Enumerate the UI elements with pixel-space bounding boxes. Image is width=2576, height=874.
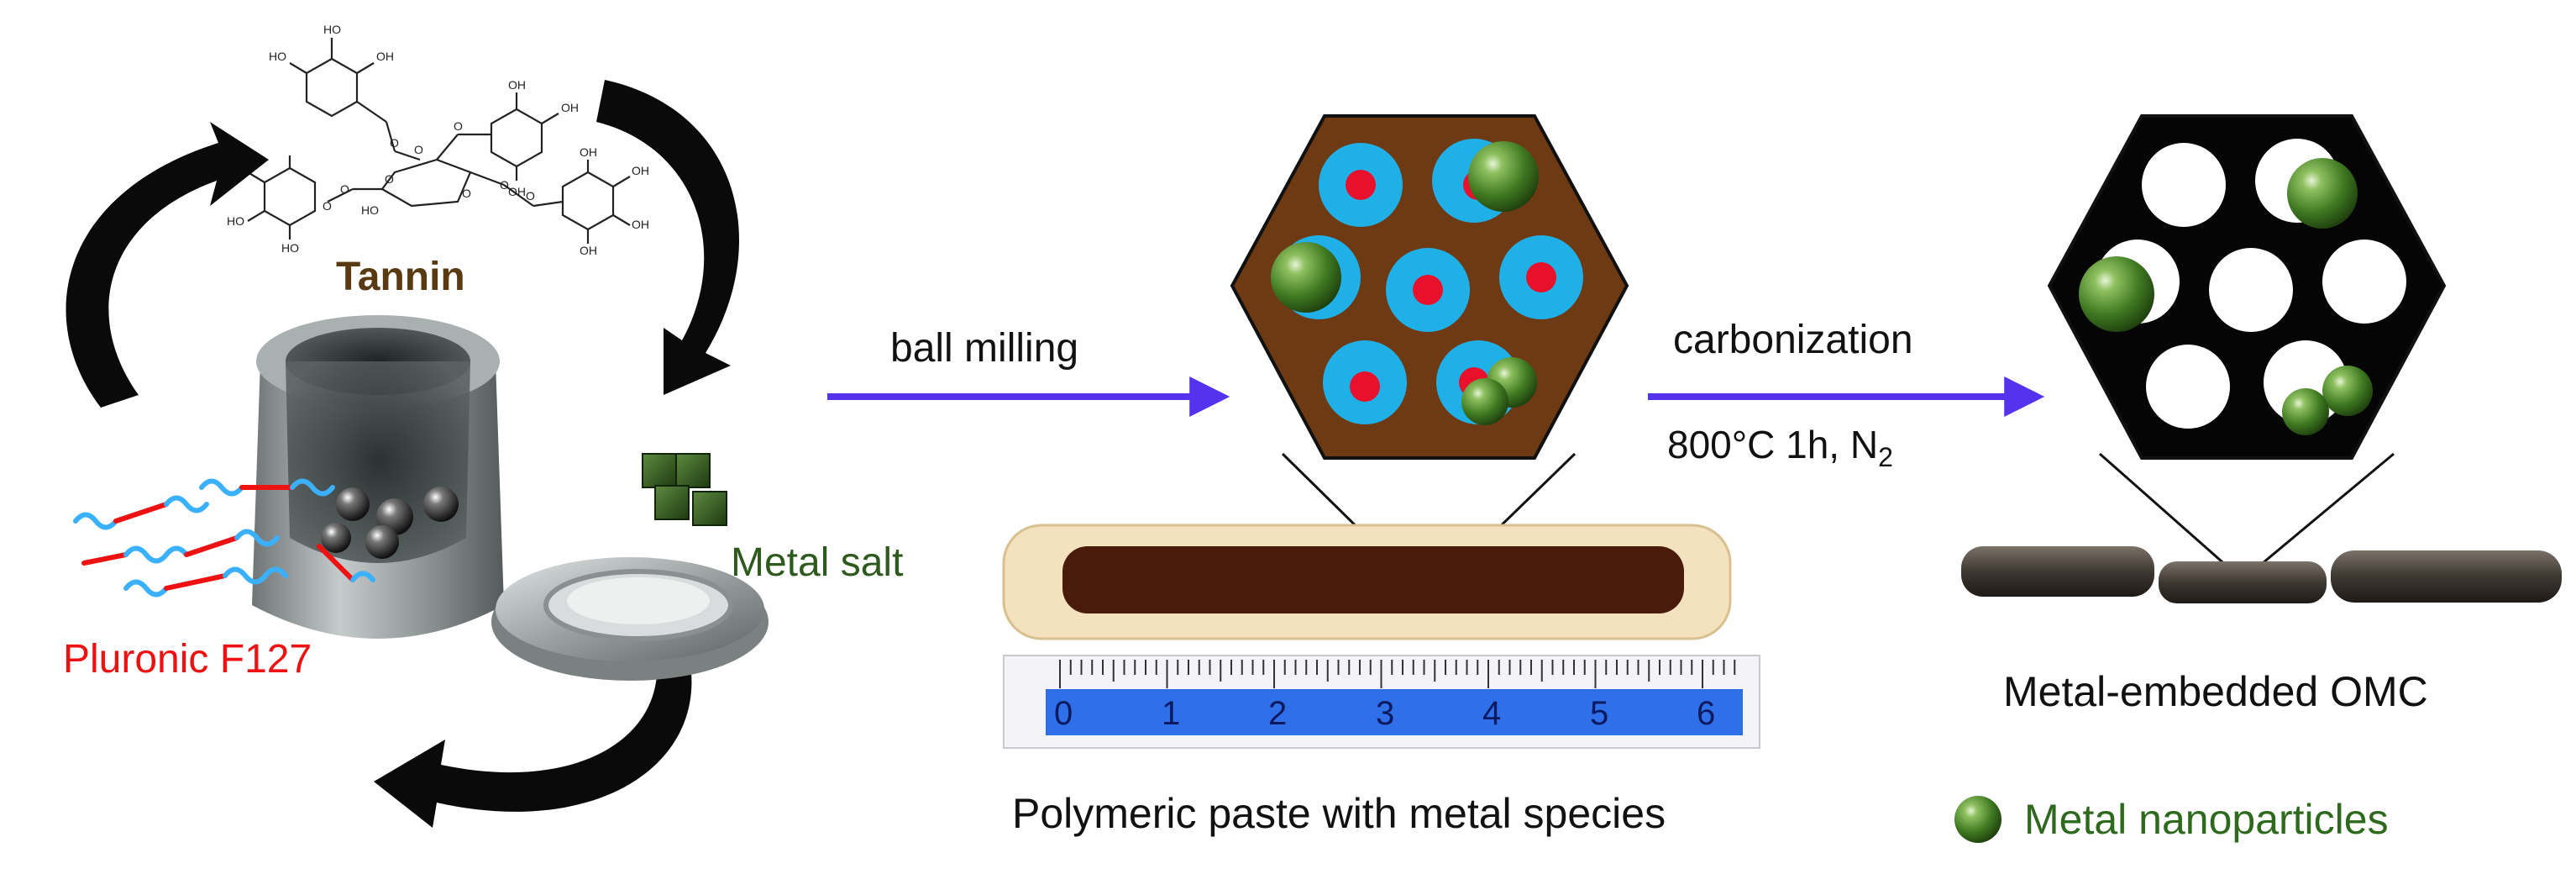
metal-salt-label: Metal salt bbox=[731, 540, 903, 585]
cycle-arrows bbox=[66, 80, 739, 828]
ruler-ticks bbox=[1059, 660, 1736, 688]
pluronic-label: Pluronic F127 bbox=[63, 637, 312, 682]
legend-label: Metal nanoparticles bbox=[2024, 796, 2389, 843]
curved-arrow-icon bbox=[374, 639, 692, 828]
atom-label: HO bbox=[281, 241, 299, 255]
metal-nanoparticles bbox=[2079, 158, 2373, 435]
milling-jar bbox=[252, 315, 504, 639]
ruler-number: 0 bbox=[1054, 695, 1073, 732]
ruler-number: 5 bbox=[1590, 695, 1608, 732]
conditions-subscript: 2 bbox=[1878, 442, 1893, 472]
omc-caption: Metal-embedded OMC bbox=[2003, 668, 2428, 715]
ruler-number: 4 bbox=[1482, 695, 1501, 732]
conditions-main: 800°C 1h, N bbox=[1667, 423, 1878, 466]
ball-milling-label: ball milling bbox=[890, 326, 1078, 371]
tannin-structure bbox=[247, 38, 631, 244]
atom-label: O bbox=[500, 178, 509, 192]
atom-label: O bbox=[385, 172, 394, 186]
ring-top bbox=[305, 57, 359, 118]
zoom-line bbox=[2242, 452, 2395, 582]
carbon-rods bbox=[1961, 546, 2562, 603]
ring-lower-right bbox=[561, 171, 615, 231]
atom-label: OH bbox=[561, 101, 579, 114]
ring-sugar bbox=[380, 158, 472, 208]
atom-label: HO bbox=[323, 23, 341, 36]
milling-balls bbox=[321, 487, 459, 559]
legend-nanoparticle-icon bbox=[1954, 796, 2002, 843]
atom-label: HO bbox=[361, 203, 379, 217]
pluronic-chains bbox=[73, 478, 375, 598]
paste-caption: Polymeric paste with metal species bbox=[1012, 790, 1666, 837]
metal-nanoparticles bbox=[1271, 141, 1539, 425]
atom-label: HO bbox=[227, 214, 244, 228]
curved-arrow-icon bbox=[66, 122, 269, 408]
atom-label: O bbox=[323, 199, 332, 213]
ruler-number: 1 bbox=[1162, 695, 1180, 732]
atom-label: HO bbox=[269, 50, 286, 63]
atom-label: OH bbox=[508, 78, 526, 92]
atom-label: OH bbox=[376, 50, 394, 63]
paste-photo bbox=[1002, 524, 1732, 640]
atom-label: O bbox=[526, 189, 535, 203]
atom-label: O bbox=[414, 143, 423, 156]
tannin-atom-labels: HO OH HO HO OH OH OH HO HO OH HO O O O O… bbox=[227, 23, 649, 257]
atom-label: O bbox=[462, 187, 471, 200]
carbonization-label: carbonization bbox=[1673, 318, 1913, 362]
atom-label: O bbox=[390, 136, 399, 150]
tannin-label: Tannin bbox=[336, 255, 465, 299]
atom-label: O bbox=[340, 182, 349, 196]
atom-label: O bbox=[454, 119, 463, 133]
carbonization-conditions: 800°C 1h, N2 bbox=[1667, 423, 1893, 472]
atom-label: OH bbox=[508, 185, 526, 198]
ring-left bbox=[263, 166, 317, 227]
atom-label: OH bbox=[580, 145, 597, 159]
curved-arrow-icon bbox=[596, 80, 739, 395]
metal-salt-cubes bbox=[642, 453, 727, 526]
ruler-number: 6 bbox=[1697, 695, 1715, 732]
ring-right bbox=[490, 108, 543, 168]
atom-label: OH bbox=[580, 244, 597, 257]
atom-label: OH bbox=[632, 164, 649, 177]
omc-hexagon bbox=[2047, 114, 2447, 460]
zoom-line bbox=[2099, 452, 2243, 582]
atom-label: OH bbox=[632, 218, 649, 231]
ruler-number: 3 bbox=[1376, 695, 1394, 732]
ruler: 0 1 2 3 4 5 6 bbox=[1003, 655, 1760, 749]
jar-lid bbox=[491, 557, 769, 681]
composite-hexagon bbox=[1230, 114, 1629, 460]
legend: Metal nanoparticles bbox=[1954, 796, 2389, 843]
ruler-number: 2 bbox=[1268, 695, 1287, 732]
